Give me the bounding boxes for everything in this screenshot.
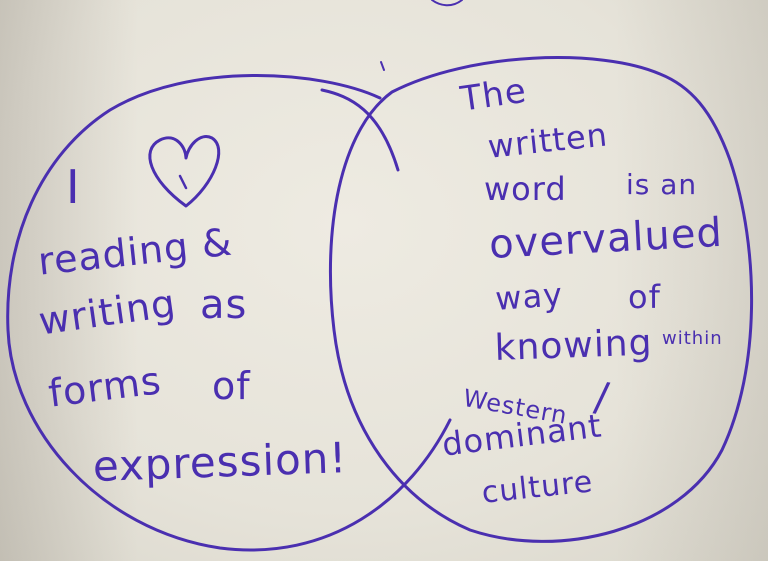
corner-mark <box>431 0 463 7</box>
left-text-expression: expression! <box>92 433 348 491</box>
right-text-word: word <box>484 170 567 208</box>
tick-mark <box>380 61 385 71</box>
heart-icon <box>148 135 221 208</box>
right-circle <box>328 56 754 543</box>
right-text-of: of <box>628 278 661 316</box>
right-text-is-an: is an <box>626 168 698 201</box>
right-text-within: within <box>662 328 723 349</box>
left-circle-tail <box>320 88 400 172</box>
left-text-of: of <box>212 364 251 408</box>
left-text-i: I <box>66 160 81 214</box>
right-text-way: way <box>494 275 565 318</box>
left-circle <box>6 74 452 552</box>
right-text-knowing: knowing <box>494 322 654 369</box>
left-text-as: as <box>200 282 248 328</box>
